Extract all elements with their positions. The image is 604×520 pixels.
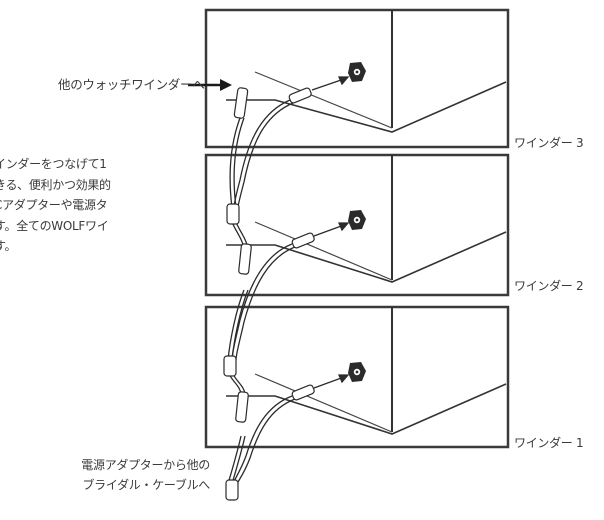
bottom-description: 電源アダプターから他の ブライダル・ケーブルへ bbox=[0, 455, 210, 495]
bridal-cable bbox=[227, 99, 296, 485]
side-note-line: す。全てのWOLFワイ bbox=[0, 218, 109, 233]
winder-panel-1 bbox=[204, 305, 510, 449]
winder-panel-2 bbox=[204, 153, 510, 297]
right-arrow-icon bbox=[311, 76, 350, 389]
cable-plug-icon bbox=[223, 87, 315, 501]
winder-3-label: ワインダー 3 bbox=[514, 136, 584, 150]
side-note-line: す。 bbox=[0, 239, 17, 253]
hex-nut-jack-icon bbox=[348, 362, 366, 382]
bottom-note-line: ブライダル・ケーブルへ bbox=[82, 478, 210, 492]
hex-nut-jack-icon bbox=[348, 62, 366, 82]
side-note-line: Cアダプターや電源タ bbox=[0, 198, 108, 212]
side-note-line: インダーをつなげて1 bbox=[0, 157, 107, 171]
winder-panel-3 bbox=[204, 8, 510, 149]
right-arrow-icon bbox=[188, 79, 232, 91]
hex-nut-jack-icon bbox=[348, 210, 366, 230]
to-other-winder-label: 他のウォッチワインダーへ bbox=[58, 77, 205, 92]
bottom-note-line: 電源アダプターから他の bbox=[81, 458, 210, 472]
side-description: インダーをつなげて1 きる、便利かつ効果的 Cアダプターや電源タ す。全てのWO… bbox=[0, 154, 154, 257]
side-note-line: きる、便利かつ効果的 bbox=[0, 177, 111, 192]
winder-2-label: ワインダー 2 bbox=[514, 279, 584, 293]
winder-1-label: ワインダー 1 bbox=[514, 436, 584, 450]
